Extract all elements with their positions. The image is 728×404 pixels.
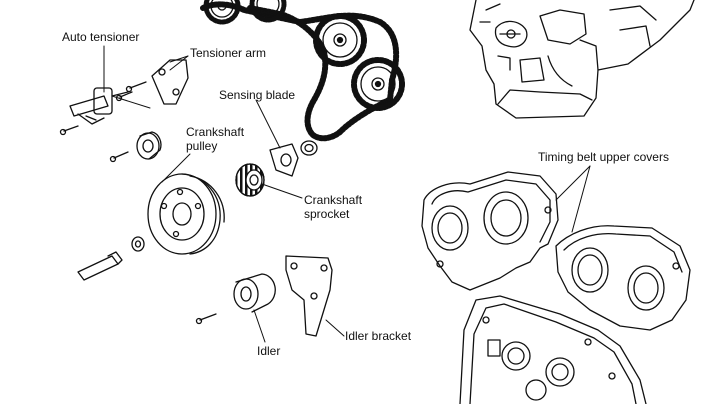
crankshaft-washer	[131, 236, 145, 252]
label-crankshaft-sprocket-line1: Crankshaft	[304, 193, 363, 207]
label-tensioner-arm: Tensioner arm	[190, 46, 267, 60]
crankshaft-pulley	[147, 173, 225, 255]
auto-tensioner	[69, 87, 129, 125]
label-crankshaft-pulley-line1: Crankshaft	[186, 125, 245, 139]
idler-bracket	[285, 255, 333, 337]
label-crankshaft-pulley-line2: pulley	[186, 139, 218, 153]
label-idler: Idler	[257, 344, 281, 358]
camshaft-sprocket-middle	[249, 0, 287, 23]
label-timing-belt-upper-covers: Timing belt upper covers	[538, 150, 669, 164]
engine-block	[469, 0, 695, 119]
tensioner-arm	[151, 59, 189, 105]
crankshaft-bolt	[77, 251, 123, 281]
upper-cover-front	[421, 171, 559, 291]
idler-bolt	[195, 313, 217, 325]
camshaft-sprocket-right-lower	[351, 57, 405, 111]
tensioner-bolt-1	[59, 125, 79, 136]
tensioner-bolt-3	[125, 81, 147, 93]
idler-pulley	[233, 273, 276, 313]
tensioner-bolt-2	[115, 91, 133, 102]
camshaft-sprocket-right-upper	[313, 13, 367, 67]
leader-lines	[103, 45, 591, 343]
crankshaft-sprocket	[235, 163, 265, 197]
sensing-blade	[269, 143, 299, 177]
lower-cover	[459, 295, 647, 404]
label-sensing-blade: Sensing blade	[219, 88, 296, 102]
tensioner-pulley	[136, 131, 162, 160]
timing-belt	[200, 1, 400, 142]
washer	[300, 140, 318, 156]
label-crankshaft-sprocket-line2: sprocket	[304, 207, 350, 221]
camshaft-sprocket-left	[203, 0, 241, 25]
pulley-bolt	[109, 151, 129, 163]
upper-cover-rear	[555, 225, 691, 331]
label-idler-bracket: Idler bracket	[345, 329, 412, 343]
label-auto-tensioner: Auto tensioner	[62, 30, 140, 44]
